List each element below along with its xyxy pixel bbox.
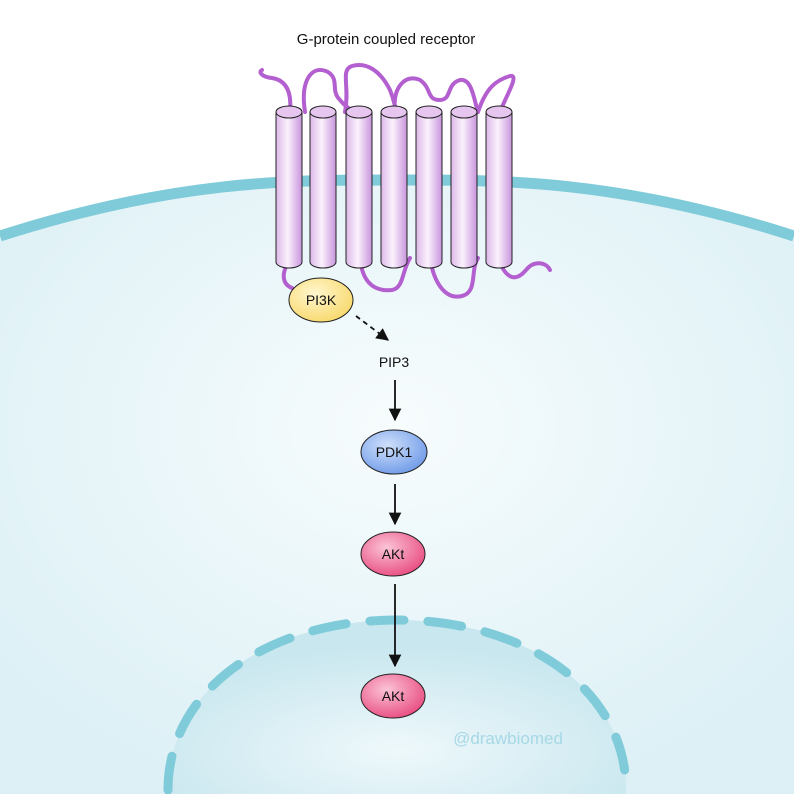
helix-5 [415, 105, 443, 269]
akt-cytoplasm-label: AKt [382, 546, 405, 562]
helix-6 [450, 105, 478, 269]
akt-cytoplasm-node: AKt [360, 531, 426, 577]
pi3k-node: PI3K [288, 277, 354, 323]
pi3k-label: PI3K [306, 292, 337, 308]
helix-2 [309, 105, 337, 269]
helix-4 [380, 105, 408, 269]
arrow-pi3k-to-pip3 [355, 315, 390, 341]
helix-3 [345, 105, 373, 269]
cytoplasm [0, 179, 794, 794]
helix-7 [485, 105, 513, 269]
akt-nucleus-label: AKt [382, 688, 405, 704]
receptor-loops [258, 63, 516, 114]
pdk1-label: PDK1 [376, 444, 413, 460]
watermark: @drawbiomed [453, 729, 563, 748]
pdk1-node: PDK1 [360, 429, 428, 475]
nuclear-envelope [163, 615, 631, 794]
helix-1 [275, 105, 303, 269]
pip3-label: PIP3 [379, 354, 410, 370]
diagram-title: G-protein coupled receptor [297, 31, 475, 48]
akt-nucleus-node: AKt [360, 673, 426, 719]
receptor-helices [275, 105, 513, 269]
